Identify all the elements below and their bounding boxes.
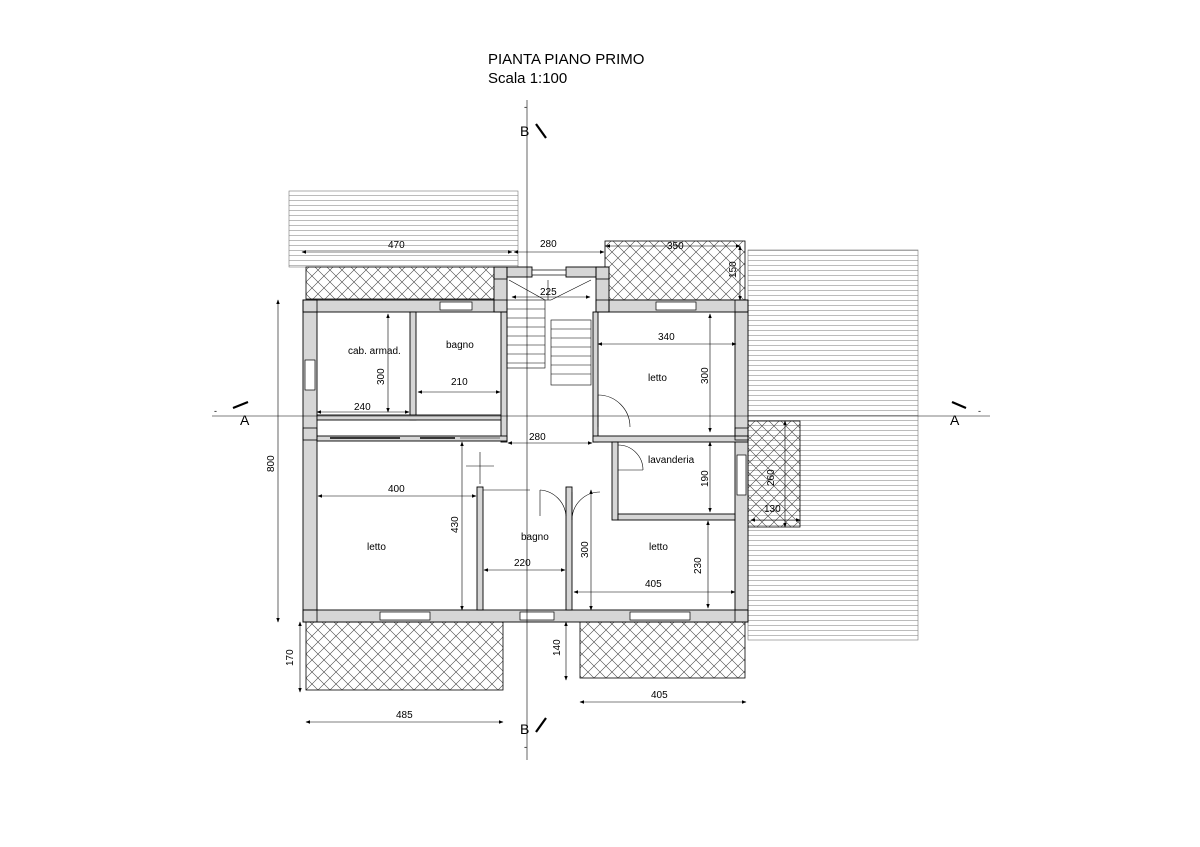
dim-485: 485 — [396, 710, 413, 721]
dim-400: 400 — [388, 484, 405, 495]
section-a-left-label: A — [240, 412, 250, 428]
section-b-bottom-label: B — [520, 721, 529, 737]
dim-240: 240 — [354, 402, 371, 413]
dim-300-mid: 300 — [580, 541, 591, 558]
section-line-b — [526, 100, 547, 760]
room-letto-w: letto — [367, 542, 386, 553]
dim-300-ne: 300 — [700, 367, 711, 384]
dim-280-mid: 280 — [529, 432, 546, 443]
room-bagno-top: bagno — [446, 340, 474, 351]
dim-405-inner: 405 — [645, 579, 662, 590]
balcony-bottom-right — [579, 621, 746, 679]
dim-280-top: 280 — [540, 239, 557, 250]
windows — [304, 269, 747, 621]
balcony-top-left — [305, 266, 497, 300]
drawing-scale: Scala 1:100 — [488, 70, 568, 87]
room-lavanderia: lavanderia — [648, 455, 695, 466]
room-cab-armad: cab. armad. — [348, 346, 401, 357]
section-b-top-label: B — [520, 123, 529, 139]
dim-350: 350 — [667, 241, 684, 252]
dimension-lines — [276, 244, 801, 724]
dim-405-outer: 405 — [651, 690, 668, 701]
section-tick-a1: - — [214, 406, 217, 416]
section-tick-b1: - — [524, 102, 527, 112]
roof-top-left — [288, 190, 519, 268]
balcony-right — [747, 420, 801, 528]
dim-140: 140 — [552, 639, 563, 656]
room-labels: cab. armad. bagno letto lavanderia letto… — [348, 340, 695, 553]
room-bagno-mid: bagno — [521, 532, 549, 543]
drawing-title: PIANTA PIANO PRIMO Scala 1:100 — [488, 50, 644, 88]
room-letto-se: letto — [649, 542, 668, 553]
section-tick-b2: - — [524, 742, 527, 752]
dim-800: 800 — [266, 455, 277, 472]
section-tick-a2: - — [978, 406, 981, 416]
drawing-title-main: PIANTA PIANO PRIMO — [488, 51, 645, 68]
dim-150: 150 — [728, 261, 739, 278]
dimension-labels: 470 280 350 150 225 340 300 300 210 240 … — [266, 239, 781, 721]
dim-210: 210 — [451, 377, 468, 388]
section-a-right-label: A — [950, 412, 960, 428]
dim-470: 470 — [388, 240, 405, 251]
section-line-a — [212, 400, 990, 417]
doors — [330, 394, 644, 521]
dim-225: 225 — [540, 287, 557, 298]
dim-430: 430 — [450, 516, 461, 533]
dim-220: 220 — [514, 558, 531, 569]
dim-230: 230 — [693, 557, 704, 574]
dim-340: 340 — [658, 332, 675, 343]
balcony-bottom-left — [305, 621, 504, 691]
dim-300-cab: 300 — [376, 368, 387, 385]
dim-190: 190 — [700, 470, 711, 487]
dim-170: 170 — [285, 649, 296, 666]
balcony-top-right — [604, 240, 746, 301]
dim-130: 130 — [764, 504, 781, 515]
dim-260: 260 — [766, 469, 777, 486]
room-letto-ne: letto — [648, 373, 667, 384]
